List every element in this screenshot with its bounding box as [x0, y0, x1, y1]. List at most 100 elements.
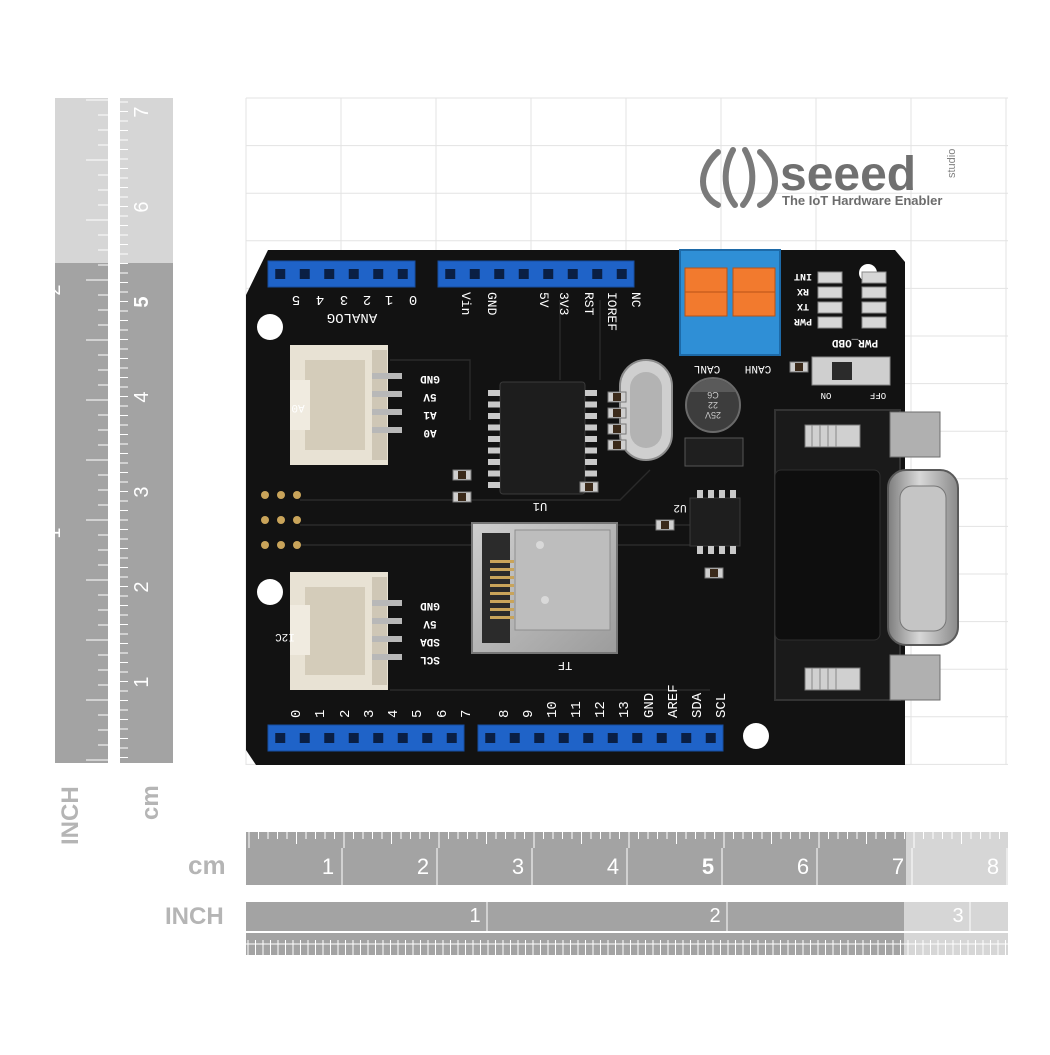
terminal-label-canl: CANL	[694, 362, 720, 374]
bottom-cm-number: 1	[322, 854, 334, 879]
bottom-cm-number: 8	[987, 854, 999, 879]
grove-pin-label: 5V	[423, 617, 437, 629]
grove-pin-label: GND	[420, 372, 440, 384]
power-pin-label: GND	[484, 292, 499, 316]
bottom-inch-label: INCH	[165, 903, 224, 930]
digital-pin-label: SCL	[714, 693, 730, 718]
left-cm-number: 7	[131, 106, 153, 117]
digital-pin-label: 4	[386, 710, 402, 718]
grove-i2c-name: I2C	[275, 630, 295, 642]
left-cm-number: 6	[131, 201, 153, 212]
digital-pin-label: 7	[459, 710, 475, 718]
bottom-cm-number: 4	[607, 854, 619, 879]
analog-pin-label: 2	[363, 291, 371, 307]
led-label: INT	[794, 270, 812, 281]
db9-connector	[774, 409, 959, 701]
chip-u1	[488, 381, 597, 495]
switch-title: PWR_OBD	[832, 336, 879, 348]
brand-name: seeed	[780, 148, 916, 201]
bottom-cm-number: 5	[702, 854, 714, 879]
left-inch-ruler: 2 1	[43, 98, 108, 763]
power-pin-label: NC	[628, 292, 643, 308]
electrolytic-capacitor: C6 22 25V	[685, 377, 741, 433]
crystal-oscillator	[619, 359, 673, 461]
isp-pads	[261, 491, 301, 549]
mounting-hole	[743, 723, 769, 749]
can-terminal-block	[679, 249, 781, 356]
led-label: PWR	[794, 315, 812, 326]
led-label: RX	[797, 285, 809, 296]
digital-header-low	[267, 724, 465, 752]
digital-pin-label: 5	[410, 710, 426, 718]
left-inch-label: INCH	[57, 786, 84, 845]
analog-pin-label: 3	[340, 291, 348, 307]
seeed-logo: seeed studio The IoT Hardware Enabler	[700, 147, 958, 208]
cap-label-25v: 25V	[705, 410, 721, 420]
brand-sub: studio	[946, 149, 958, 178]
screw-icon	[804, 667, 861, 691]
voltage-regulator	[684, 437, 744, 467]
digital-pin-label: 8	[497, 710, 513, 718]
digital-pin-label: GND	[642, 693, 658, 718]
mounting-hole	[257, 579, 283, 605]
sd-label: TF	[558, 658, 572, 672]
left-inch-2: 2	[43, 284, 65, 295]
digital-pin-label: 9	[521, 710, 537, 718]
grove-pin-label: GND	[420, 599, 440, 611]
left-inch-1: 1	[43, 527, 65, 538]
analog-pin-label: 4	[316, 291, 324, 307]
power-pin-label: 3V3	[556, 292, 571, 315]
digital-pin-label: 10	[545, 701, 561, 718]
digital-pin-label: 12	[593, 701, 609, 718]
digital-pin-label: AREF	[666, 684, 682, 718]
bottom-cm-number: 7	[892, 854, 904, 879]
chip-u1-label: U1	[533, 499, 547, 513]
digital-header-high	[477, 724, 724, 752]
brand-tagline: The IoT Hardware Enabler	[782, 193, 942, 208]
grove-i2c-connector: GND 5V SDA SCL	[290, 572, 440, 690]
left-cm-number: 1	[131, 676, 153, 687]
bottom-cm-number: 3	[512, 854, 524, 879]
grove-pin-label: SCL	[420, 653, 440, 665]
digital-pin-label: 2	[338, 710, 354, 718]
analog-header	[267, 260, 416, 288]
power-header	[437, 260, 635, 288]
bottom-cm-label: cm	[188, 850, 226, 880]
power-pin-label: IOREF	[604, 292, 619, 331]
digital-pin-label: SDA	[690, 692, 706, 718]
cap-label-22: 22	[708, 400, 718, 410]
digital-pin-label: 0	[289, 710, 305, 718]
digital-pin-label: 13	[617, 701, 633, 718]
left-cm-number: 5	[131, 296, 153, 307]
bottom-inch-number: 1	[469, 905, 480, 927]
screw-icon	[804, 424, 861, 448]
status-leds: INT RX TX PWR	[794, 270, 887, 329]
switch-on: ON	[821, 390, 832, 400]
seeed-leaf-icon	[700, 147, 778, 208]
led-label: TX	[797, 300, 809, 311]
terminal-label-canh: CANH	[745, 362, 771, 374]
digital-pin-label: 3	[362, 710, 378, 718]
grove-pin-label: SDA	[420, 635, 440, 647]
power-switch	[811, 356, 891, 386]
bottom-inch-number: 2	[709, 905, 720, 927]
bottom-cm-number: 6	[797, 854, 809, 879]
digital-pin-label: 1	[313, 710, 329, 718]
analog-title: ANALOG	[327, 309, 377, 325]
power-pin-label: RST	[581, 292, 596, 316]
analog-pin-label: 5	[292, 291, 300, 307]
mounting-hole	[257, 314, 283, 340]
left-cm-label: cm	[137, 785, 164, 820]
cap-label-c6: C6	[707, 390, 719, 400]
grove-pin-label: A1	[423, 408, 437, 420]
chip-u2	[689, 490, 741, 554]
analog-pin-label: 0	[409, 291, 417, 307]
power-pin-label: Vin	[458, 292, 473, 315]
digital-pin-label: 11	[569, 701, 585, 718]
grove-pin-label: 5V	[423, 390, 437, 402]
bottom-cm-number: 2	[417, 854, 429, 879]
micro-sd-slot	[471, 522, 618, 654]
